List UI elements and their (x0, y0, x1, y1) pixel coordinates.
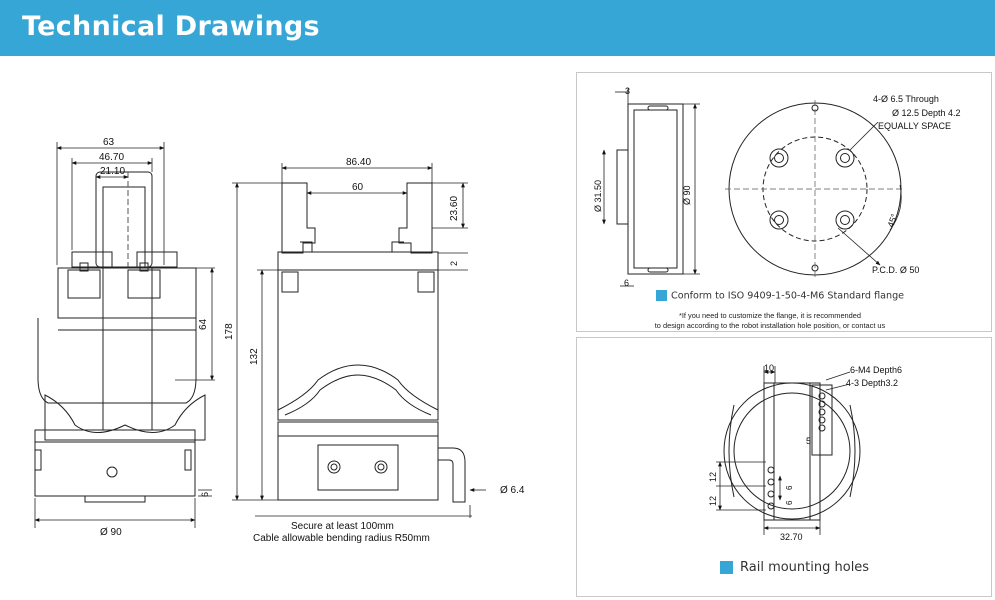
front-dim-6: 6 (200, 492, 210, 497)
flange-note: *If you need to customize the flange, it… (620, 311, 920, 330)
front-dim-21-10: 21.10 (100, 166, 125, 177)
flange-angle: 45° (885, 212, 899, 229)
flange-dim-3: 3 (625, 86, 630, 96)
rail-thread-note-1: 6-M4 Depth6 (850, 365, 902, 375)
flange-panel (576, 72, 992, 332)
front-dim-base-diameter: Ø 90 (100, 527, 122, 538)
flange-drawing: 3 Ø 31.50 Ø 90 6 4-Ø 6.5 Through Ø 12.5 … (593, 86, 961, 288)
flange-note-line1: *If you need to customize the flange, it… (679, 311, 861, 320)
rail-dim-12-b: 12 (708, 496, 718, 506)
side-dim-178: 178 (224, 323, 235, 340)
cable-note-line2: Cable allowable bending radius R50mm (253, 533, 430, 544)
rail-legend: Rail mounting holes (720, 560, 869, 575)
rail-dim-12: 12 (708, 472, 718, 482)
side-dim-60: 60 (352, 182, 364, 193)
front-view-drawing: 63 46.70 21.10 64 Ø 90 6 (34, 137, 215, 538)
flange-legend: Conform to ISO 9409-1-50-4-M6 Standard f… (656, 290, 904, 302)
rail-legend-text: Rail mounting holes (740, 560, 870, 575)
side-dim-86-40: 86.40 (346, 157, 371, 168)
rail-drawing: 10 6-M4 Depth6 4-3 Depth3.2 5 12 12 6 6 … (708, 363, 902, 542)
rail-dim-10: 10 (764, 363, 774, 373)
rail-panel (576, 337, 992, 597)
flange-dim-spigot: Ø 31.50 (593, 180, 603, 212)
flange-dim-6: 6 (624, 278, 629, 288)
page-header: Technical Drawings (0, 0, 995, 56)
flange-note-line2: to design according to the robot install… (654, 320, 886, 330)
side-dim-132: 132 (249, 348, 260, 365)
front-dim-46-70: 46.70 (99, 152, 124, 163)
flange-hole-note-2: Ø 12.5 Depth 4.2 (892, 108, 961, 118)
rail-dim-6-b: 6 (785, 500, 794, 505)
rail-dim-width: 32.70 (780, 532, 803, 542)
side-view-drawing: 86.40 60 23.60 2 178 132 Ø 6.4 Secure at… (224, 157, 525, 544)
page-title: Technical Drawings (22, 11, 320, 42)
flange-legend-text: Conform to ISO 9409-1-50-4-M6 Standard f… (671, 290, 905, 302)
legend-swatch (656, 290, 667, 301)
side-dim-cable: Ø 6.4 (500, 485, 525, 496)
front-dim-63: 63 (103, 137, 115, 148)
side-dim-23-60: 23.60 (449, 196, 460, 221)
legend-swatch (720, 561, 733, 574)
rail-dim-5: 5 (806, 436, 811, 446)
flange-hole-note-3: EQUALLY SPACE (878, 121, 951, 131)
cable-note-line1: Secure at least 100mm (291, 521, 394, 532)
flange-dim-outer: Ø 90 (682, 185, 692, 205)
front-dim-64: 64 (198, 318, 209, 330)
flange-pcd: P.C.D. Ø 50 (872, 265, 919, 275)
flange-hole-note-1: 4-Ø 6.5 Through (873, 94, 939, 104)
side-dim-2: 2 (449, 261, 459, 266)
rail-thread-note-2: 4-3 Depth3.2 (846, 378, 898, 388)
rail-dim-6: 6 (785, 485, 794, 490)
